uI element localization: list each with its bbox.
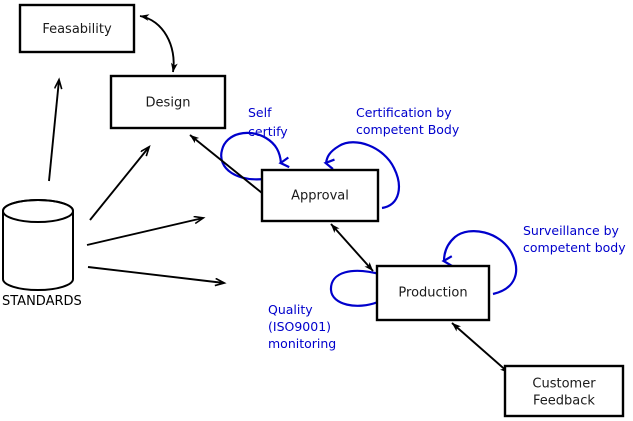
edge-approval-to-production xyxy=(330,223,374,272)
node-production[interactable]: Production xyxy=(375,264,491,322)
annotation-surveillance-line2: competent body xyxy=(523,240,626,255)
annotation-quality-line2: (ISO9001) xyxy=(268,319,331,334)
node-feasability-label: Feasability xyxy=(42,22,112,37)
edge-approval-to-design xyxy=(189,134,263,194)
node-approval-label: Approval xyxy=(291,189,349,204)
node-customer-feedback-label-line1: Customer xyxy=(532,377,596,392)
annotation-quality-line1: Quality xyxy=(268,302,313,317)
annotation-self-certify-line1: Self xyxy=(248,105,272,120)
node-feasability[interactable]: Feasability xyxy=(18,3,136,54)
annotation-surveillance-by-competent-body: Surveillance by competent body xyxy=(523,223,626,255)
loop-certification-by-competent-body xyxy=(323,141,401,210)
node-customer-feedback-label-line2: Feedback xyxy=(533,394,595,409)
annotation-certification-by-competent-body: Certification by competent Body xyxy=(356,105,460,137)
node-production-label: Production xyxy=(398,286,467,301)
annotation-quality-iso9001-monitoring: Quality (ISO9001) monitoring xyxy=(268,302,336,351)
node-approval[interactable]: Approval xyxy=(260,168,380,223)
annotation-certification-line2: competent Body xyxy=(356,122,460,137)
loop-self-certify xyxy=(220,131,290,181)
loop-surveillance-by-competent-body xyxy=(441,230,518,296)
annotation-surveillance-line1: Surveillance by xyxy=(523,223,620,238)
edge-production-to-customer-feedback xyxy=(451,322,510,374)
edge-design-to-feasability xyxy=(139,14,178,73)
edge-standards-to-feasability xyxy=(48,80,59,182)
node-design-label: Design xyxy=(146,96,191,111)
edge-standards-to-approval-region xyxy=(86,218,203,246)
annotation-self-certify-line2: certify xyxy=(248,124,288,139)
edge-standards-to-production-region xyxy=(87,266,224,283)
edge-standards-to-design xyxy=(89,147,149,221)
node-standards-label: STANDARDS xyxy=(2,294,82,309)
annotation-certification-line1: Certification by xyxy=(356,105,452,120)
annotation-quality-line3: monitoring xyxy=(268,336,336,351)
node-design[interactable]: Design xyxy=(109,74,227,130)
node-customer-feedback[interactable]: Customer Feedback xyxy=(503,364,625,418)
annotation-self-certify: Self certify xyxy=(248,105,288,139)
node-standards[interactable]: STANDARDS xyxy=(1,199,82,309)
